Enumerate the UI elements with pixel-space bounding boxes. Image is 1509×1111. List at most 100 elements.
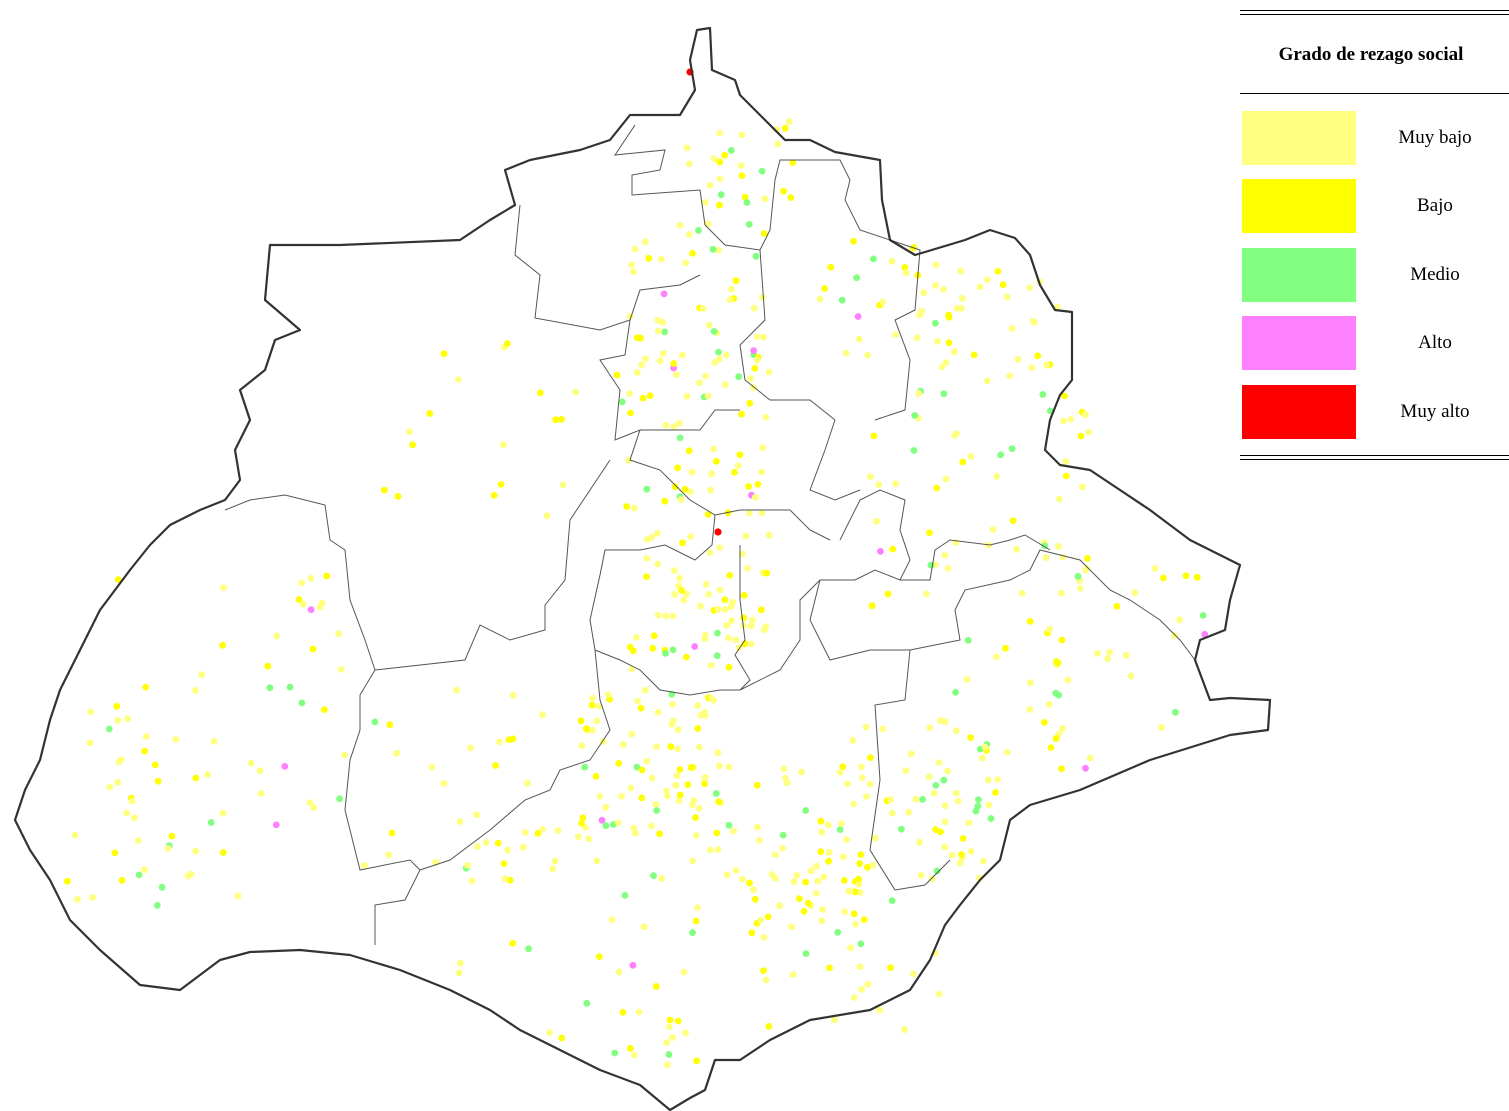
locality-point (728, 617, 736, 624)
locality-point (758, 509, 766, 517)
locality-point (873, 517, 880, 525)
locality-point (867, 473, 874, 481)
locality-point (114, 716, 122, 724)
locality-point (932, 282, 939, 289)
locality-point (558, 415, 565, 423)
locality-point (309, 645, 317, 653)
locality-point (983, 276, 991, 283)
locality-point (725, 663, 733, 671)
locality-point (713, 829, 721, 837)
locality-point (676, 434, 684, 442)
locality-point (660, 290, 668, 298)
locality-point (627, 1045, 634, 1052)
locality-point (680, 596, 688, 604)
locality-point (1026, 706, 1034, 713)
locality-point (935, 990, 943, 998)
locality-point (853, 274, 860, 282)
locality-point (706, 182, 714, 189)
locality-point (1054, 659, 1062, 667)
locality-point (1113, 602, 1121, 610)
locality-point (689, 857, 696, 865)
locality-point (1045, 700, 1053, 708)
locality-point (1059, 725, 1066, 732)
locality-point (760, 333, 767, 341)
locality-point (388, 829, 396, 837)
locality-point (750, 347, 757, 354)
locality-point (863, 793, 870, 800)
locality-point (747, 375, 754, 382)
legend-item-muy-bajo: Muy bajo (1240, 111, 1509, 167)
locality-point (505, 736, 513, 744)
locality-point (713, 457, 720, 465)
locality-point (694, 904, 701, 911)
locality-point (1079, 483, 1086, 491)
locality-point (468, 877, 476, 885)
locality-point (985, 801, 993, 809)
locality-point (887, 964, 894, 972)
locality-point (898, 825, 905, 833)
locality-point (735, 373, 743, 381)
locality-point (673, 772, 681, 780)
locality-point (649, 644, 657, 652)
locality-point (1003, 749, 1011, 756)
municipal-border (909, 549, 1196, 661)
locality-point (748, 929, 756, 937)
locality-point (1046, 625, 1053, 633)
locality-point (857, 763, 865, 771)
locality-point (916, 838, 923, 846)
locality-point (164, 845, 172, 852)
locality-point (614, 819, 622, 826)
locality-point (658, 875, 665, 882)
locality-point (494, 839, 502, 847)
locality-point (1157, 724, 1165, 731)
locality-point (207, 819, 215, 826)
locality-point (613, 371, 621, 379)
locality-point (634, 697, 642, 705)
locality-point (759, 294, 766, 301)
locality-point (923, 590, 930, 598)
locality-point (664, 1061, 671, 1069)
locality-point (440, 780, 448, 787)
legend-bottom-rule-2 (1240, 459, 1509, 460)
locality-point (618, 398, 626, 406)
locality-point (643, 757, 651, 765)
locality-point (725, 634, 732, 642)
locality-point (1199, 612, 1207, 619)
locality-point (902, 767, 910, 774)
locality-point (496, 738, 503, 746)
locality-point (753, 333, 761, 340)
locality-point (192, 847, 200, 855)
locality-point (692, 814, 699, 821)
locality-point (710, 445, 717, 453)
locality-point (198, 671, 206, 679)
locality-point (688, 468, 696, 476)
locality-point (692, 832, 700, 839)
locality-point (506, 876, 514, 884)
locality-point (1034, 352, 1042, 360)
locality-point (793, 872, 801, 879)
locality-point (679, 351, 686, 359)
legend-swatch (1242, 248, 1356, 302)
locality-point (509, 940, 517, 947)
locality-point (941, 802, 949, 810)
legend-label: Muy alto (1400, 401, 1470, 422)
locality-point (910, 970, 917, 978)
locality-point (802, 878, 809, 886)
locality-point (310, 804, 318, 811)
locality-point (629, 647, 637, 655)
locality-point (690, 797, 698, 805)
locality-point (192, 687, 199, 694)
locality-point (546, 1029, 553, 1036)
locality-point (958, 294, 966, 302)
locality-point (753, 781, 761, 789)
legend-item-muy-alto: Muy alto (1240, 385, 1509, 441)
locality-point (689, 249, 696, 257)
locality-point (740, 614, 748, 622)
locality-point (134, 837, 142, 844)
locality-point (592, 772, 600, 780)
locality-point (257, 790, 265, 797)
locality-point (721, 381, 729, 389)
locality-point (105, 725, 113, 733)
locality-point (871, 834, 879, 842)
locality-point (628, 730, 636, 738)
